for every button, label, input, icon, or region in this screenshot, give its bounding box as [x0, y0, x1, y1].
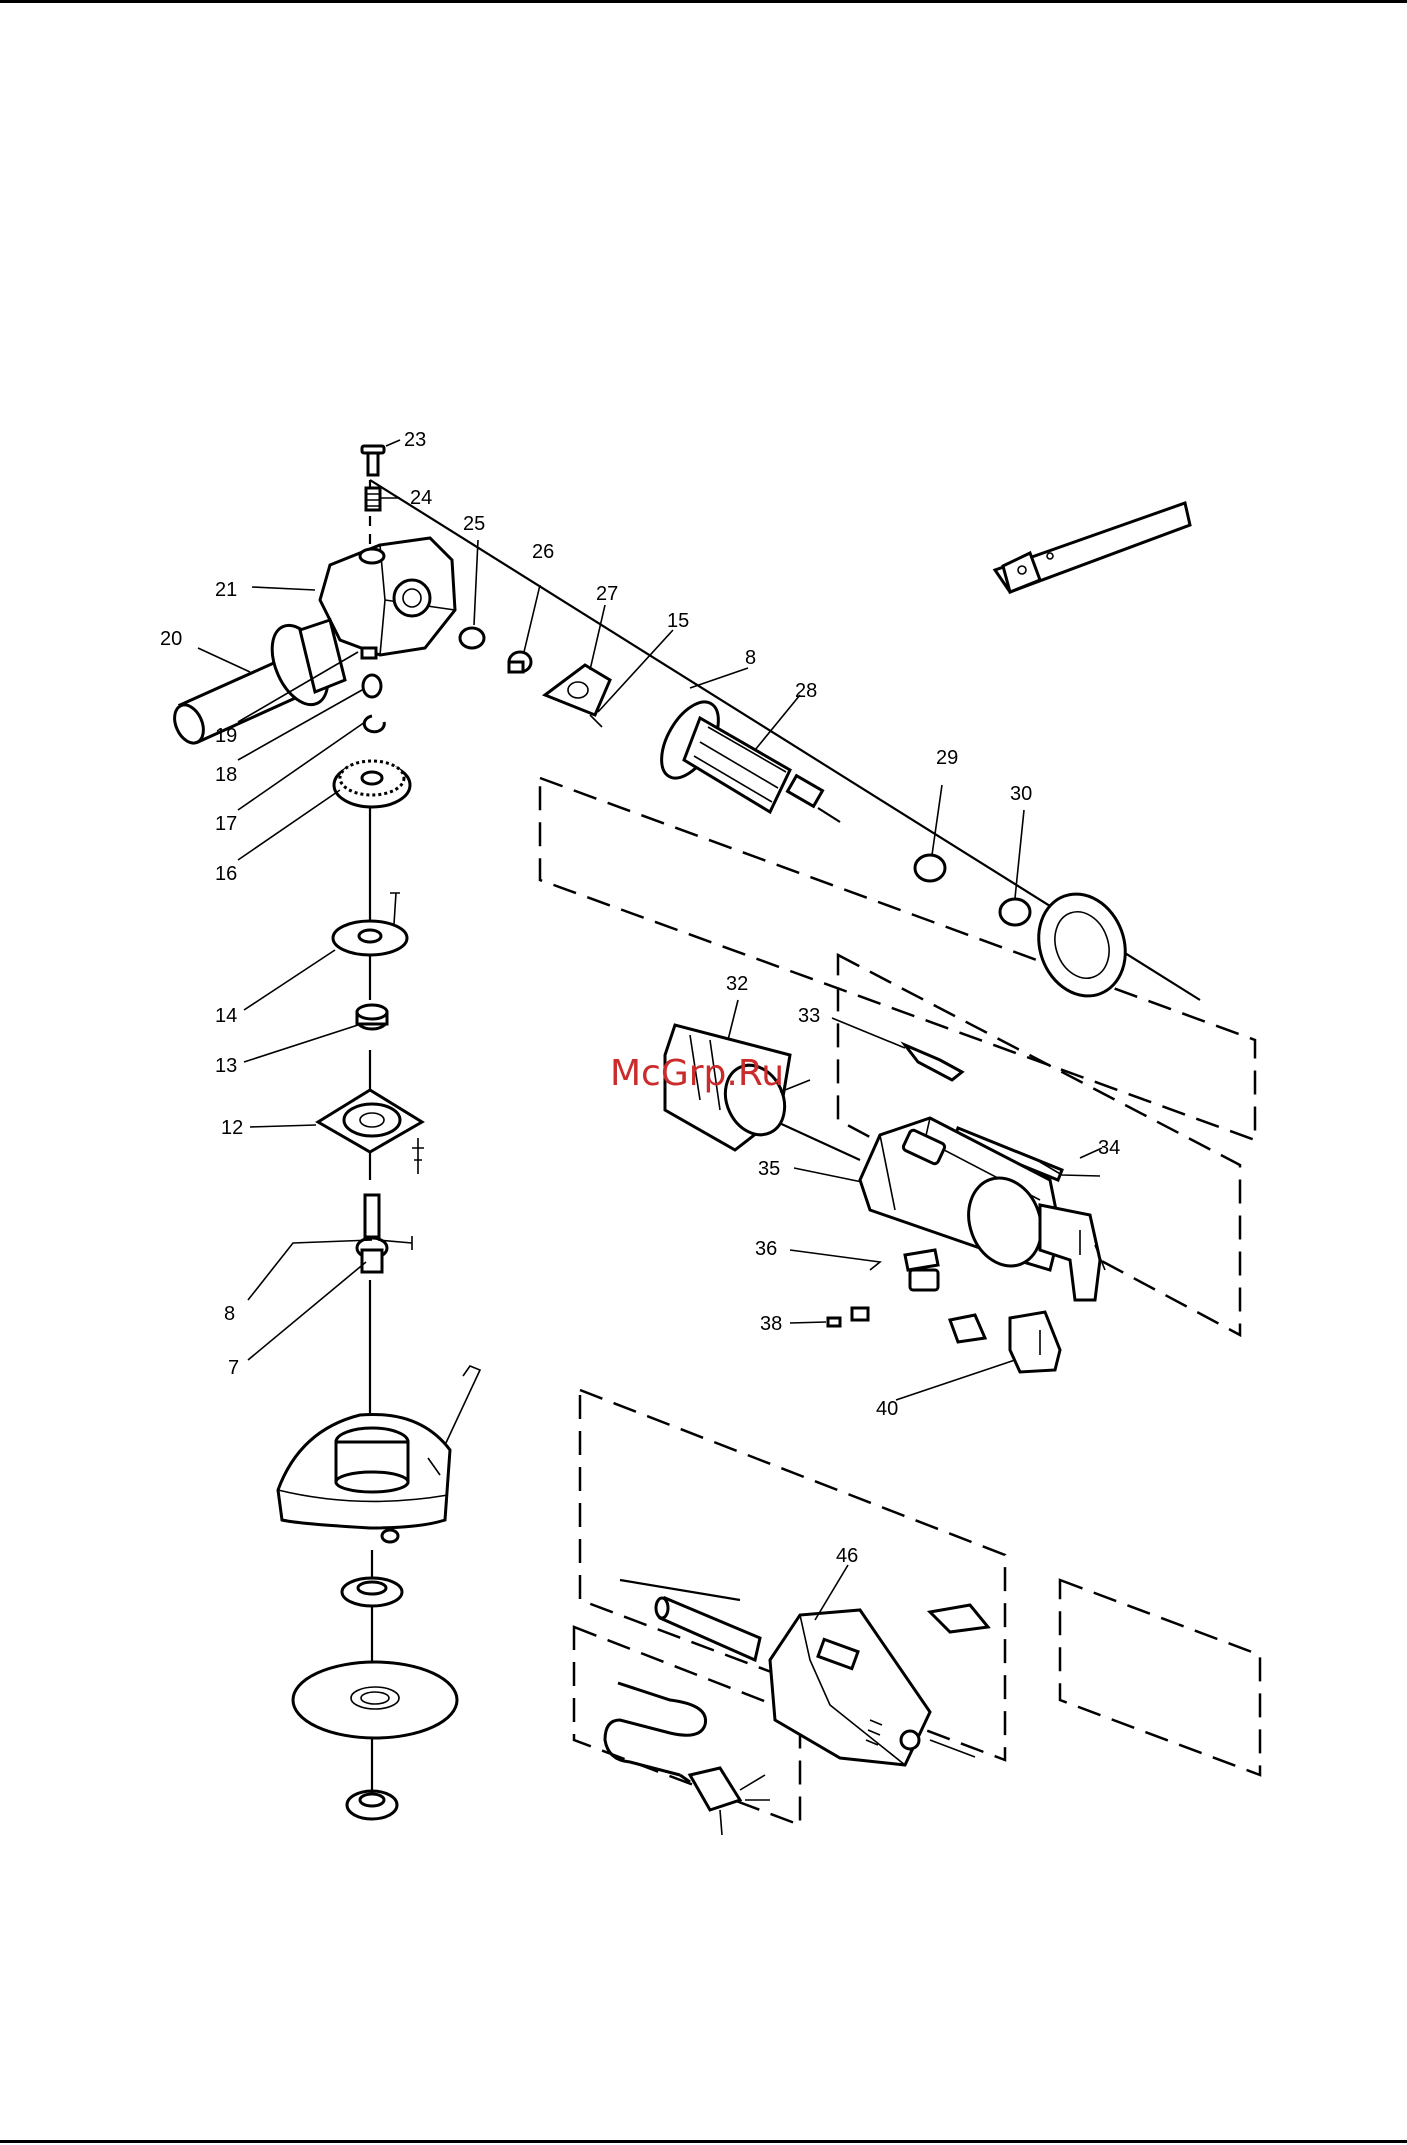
label-35: 35: [758, 1158, 780, 1180]
label-30: 30: [1010, 783, 1032, 805]
part-circlip-17: [364, 716, 384, 732]
part-screw-23: [362, 446, 384, 475]
part-plate-27: [545, 665, 610, 715]
label-13: 13: [215, 1055, 237, 1077]
part-pin-18: [363, 675, 381, 697]
part-plate-small: [930, 1605, 988, 1632]
label-26: 26: [532, 541, 554, 563]
label-21: 21: [215, 579, 237, 601]
label-25: 25: [463, 513, 485, 535]
label-16: 16: [215, 863, 237, 885]
part-gear-16: [334, 761, 410, 807]
part-wrench: [995, 503, 1190, 592]
label-17: 17: [215, 813, 237, 835]
assembly-axes: [370, 480, 1200, 1800]
part-gear-housing-21: [320, 538, 455, 655]
part-bearing-26: [509, 652, 531, 672]
label-7: 7: [228, 1357, 239, 1379]
part-grinding-disc: [293, 1662, 457, 1738]
label-46: 46: [836, 1545, 858, 1567]
label-24: 24: [410, 487, 432, 509]
part-wheel-guard: [278, 1366, 480, 1542]
part-motor-housing-35: [860, 1118, 1105, 1300]
part-brush-38: [828, 1308, 868, 1326]
part-washer-19: [362, 648, 376, 658]
part-cord-guard: [656, 1598, 760, 1660]
part-screw-15: [590, 715, 602, 727]
part-bearing-13: [357, 1005, 387, 1029]
label-14: 14: [215, 1005, 237, 1027]
label-28: 28: [795, 680, 817, 702]
part-side-handle-20: [169, 617, 345, 748]
label-36: 36: [755, 1238, 777, 1260]
watermark-text: McGrp.Ru: [610, 1053, 784, 1094]
label-19: 19: [215, 725, 237, 747]
part-switch-33: [905, 1045, 962, 1080]
label-8-bottom: 8: [224, 1303, 235, 1325]
part-spindle-7: [357, 1195, 412, 1272]
label-38: 38: [760, 1313, 782, 1335]
label-20: 20: [160, 628, 182, 650]
label-29: 29: [936, 747, 958, 769]
part-bearing-30: [1000, 899, 1030, 925]
label-33: 33: [798, 1005, 820, 1027]
label-23: 23: [404, 429, 426, 451]
part-bearing-25: [460, 628, 484, 648]
part-lock-nut: [347, 1791, 397, 1819]
part-bearing-29: [915, 855, 945, 881]
label-18: 18: [215, 764, 237, 786]
part-power-cord: [605, 1683, 770, 1835]
label-8-top: 8: [745, 647, 756, 669]
part-brush-36: [850, 1250, 938, 1290]
label-12: 12: [221, 1117, 243, 1139]
part-inner-flange: [342, 1578, 402, 1606]
label-32: 32: [726, 973, 748, 995]
part-spring-24: [366, 488, 380, 510]
part-number-labels: 23 24 25 26 27 15 8 28 21 20 19 18 17 16…: [160, 429, 1120, 1567]
label-34: 34: [1098, 1137, 1120, 1159]
label-40: 40: [876, 1398, 898, 1420]
label-27: 27: [596, 583, 618, 605]
label-15: 15: [667, 610, 689, 632]
